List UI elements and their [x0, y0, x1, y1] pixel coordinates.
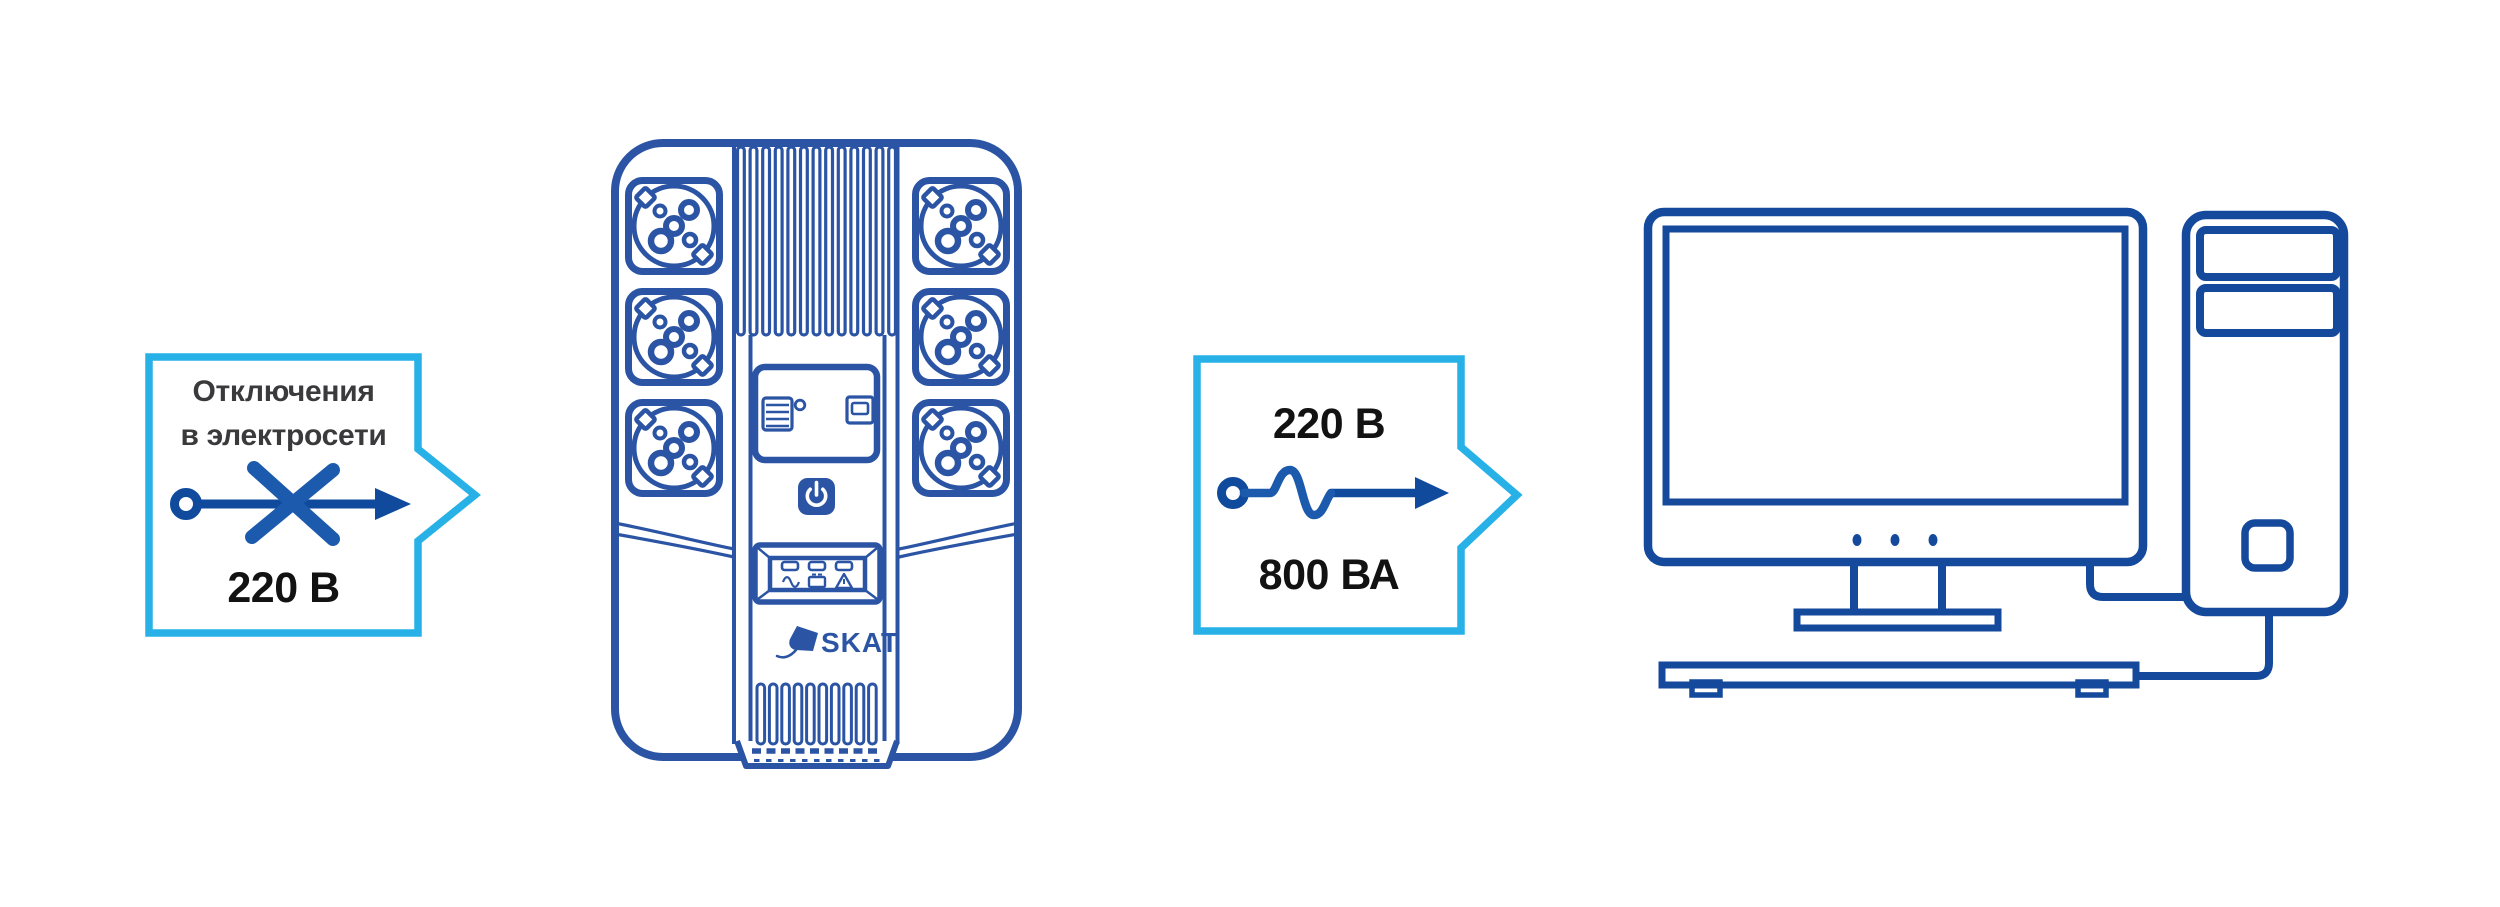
- drive-bay: [2196, 226, 2341, 281]
- led-warning-icon: [834, 572, 854, 590]
- keyboard-cable: [2136, 612, 2273, 680]
- stingray-logo-icon: [775, 626, 818, 659]
- computer-load: [1640, 205, 2360, 705]
- computer-illustration: [1643, 207, 2349, 698]
- ups-bottom-vent: [755, 682, 878, 746]
- monitor-button-dot: [1928, 534, 1938, 546]
- ups-top-vent: [735, 145, 898, 337]
- monitor-button-dot: [1890, 534, 1900, 546]
- drive-bay: [2196, 284, 2341, 337]
- output-power: 800 ВА: [1258, 551, 1400, 599]
- monitor-button-dot: [1852, 534, 1862, 546]
- ups-illustration: [611, 139, 1022, 769]
- usb-a-port-icon: [761, 396, 794, 432]
- monitor-cable: [2086, 562, 2186, 601]
- led-battery-icon: [807, 573, 827, 589]
- output-voltage: 220 В: [1272, 400, 1386, 448]
- panel-indicator-dot: [793, 398, 807, 412]
- ups-foot-grille: [752, 748, 882, 762]
- sine-wave-arrow-icon: [1217, 465, 1449, 520]
- tower-case: [2181, 210, 2349, 617]
- ups-brand-label: SKAT: [821, 627, 900, 658]
- usb-b-port-icon: [845, 395, 875, 425]
- keyboard: [1658, 661, 2140, 698]
- ups-device: SKAT: [600, 130, 1030, 790]
- power-button-icon: [798, 478, 835, 515]
- ups-led-panel: [752, 542, 883, 605]
- power-failure-voltage: 220 В: [227, 564, 340, 612]
- led-ac-sine-icon: [781, 576, 801, 588]
- callout-output-power: 220 В 800 ВА: [1193, 355, 1527, 643]
- power-failure-title: Отключения в электросети: [180, 375, 387, 452]
- tower-power-button: [2241, 519, 2294, 572]
- callout-power-failure: Отключения в электросети 220 В: [145, 353, 485, 645]
- monitor: [1643, 207, 2148, 632]
- keyboard-foot: [2075, 679, 2109, 698]
- ups-center-column: [732, 144, 900, 744]
- no-power-arrow-icon: [170, 461, 411, 546]
- keyboard-foot: [1689, 679, 1723, 698]
- ups-io-panel: [751, 363, 881, 464]
- monitor-stand-base: [1793, 608, 2002, 632]
